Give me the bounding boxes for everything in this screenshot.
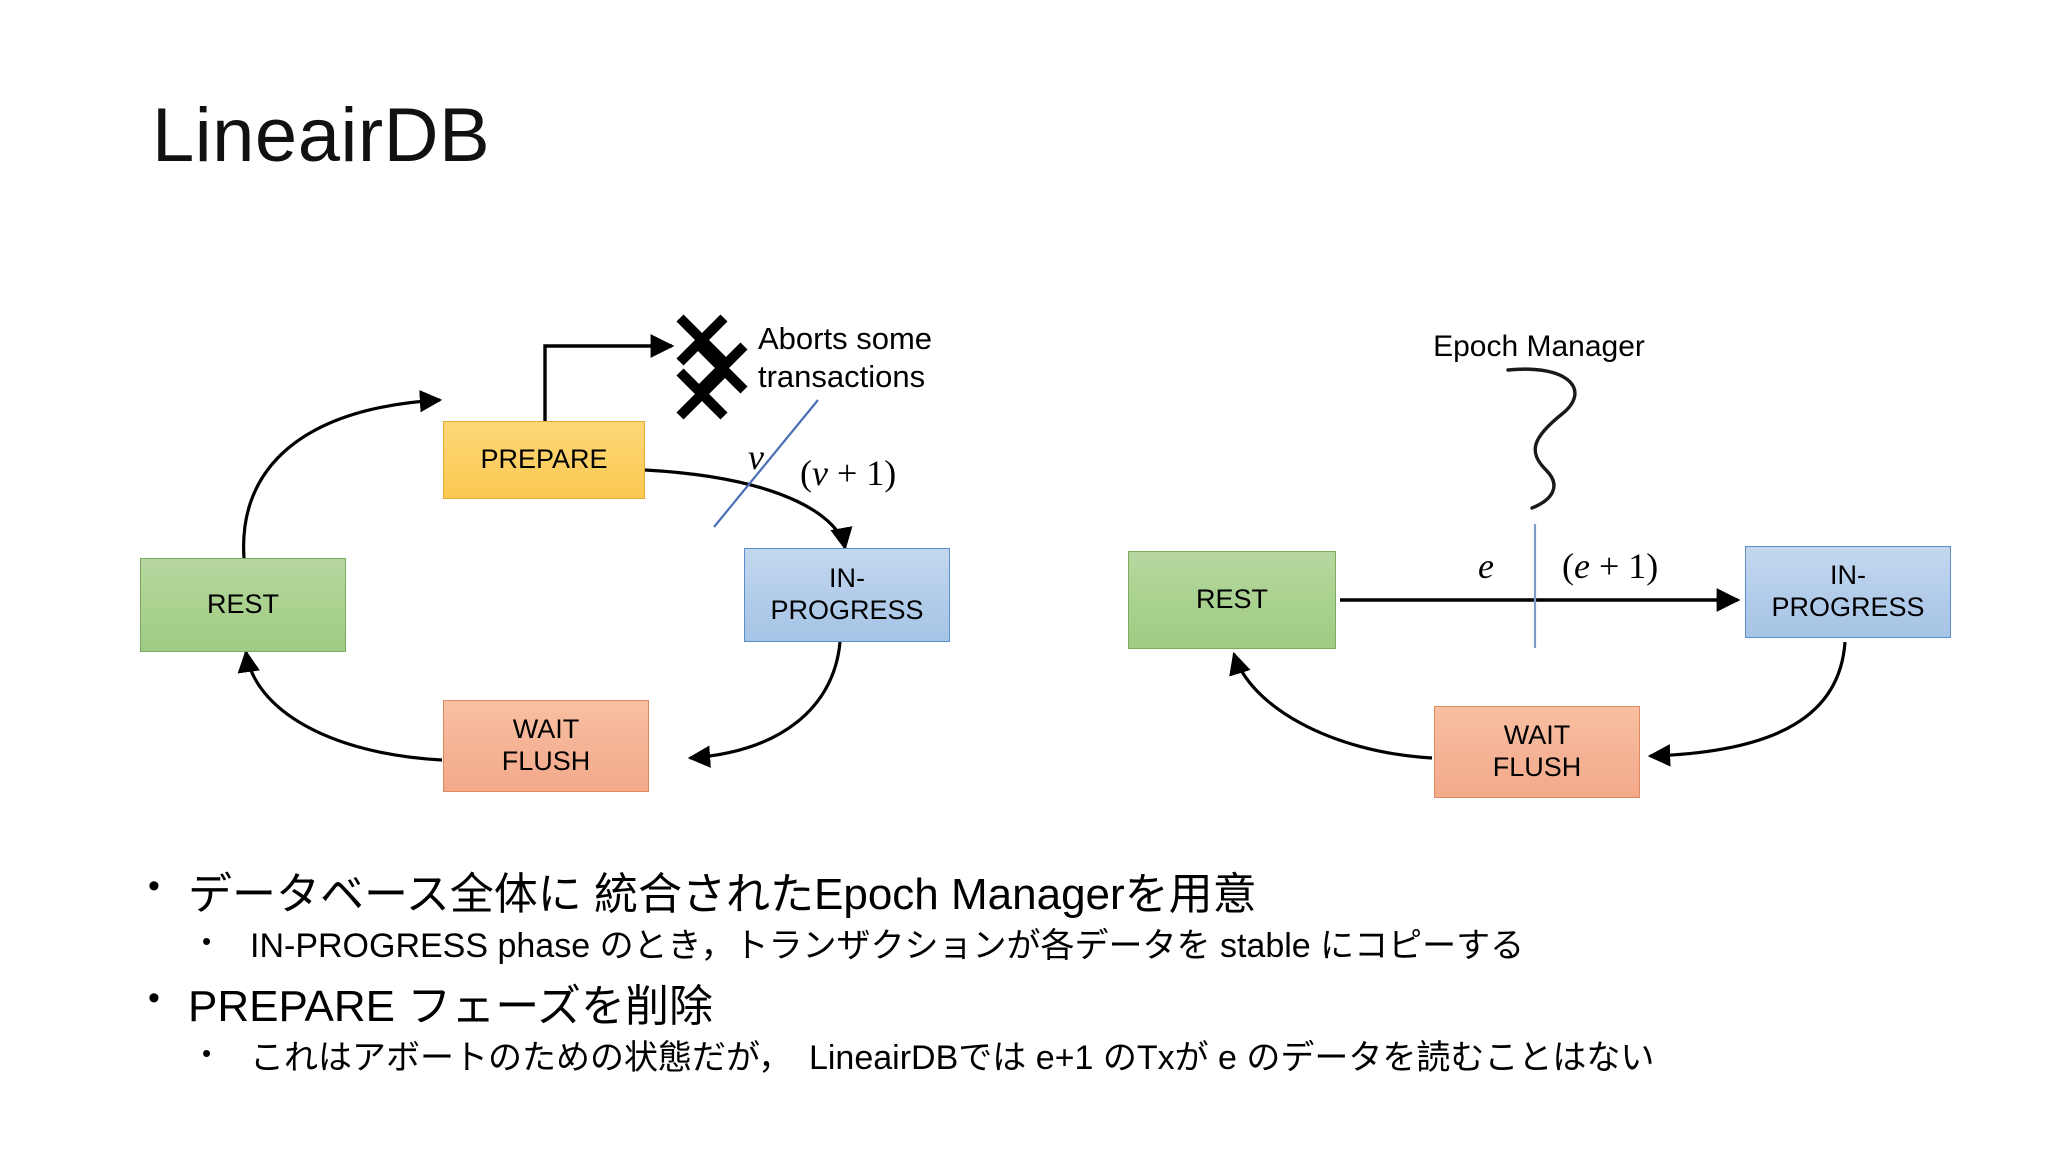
- state-box-wait-flush-left[interactable]: WAIT FLUSH: [443, 700, 649, 792]
- bullet-item-1: データベース全体に 統合されたEpoch Managerを用意: [140, 866, 2000, 922]
- state-label-line1: WAIT: [512, 714, 580, 745]
- arrow-inprogress-to-waitflush-right: [1647, 641, 1847, 767]
- state-box-rest-left[interactable]: REST: [140, 558, 346, 652]
- arrow-inprogress-to-waitflush: [687, 641, 842, 768]
- page-title: LineairDB: [152, 93, 491, 178]
- epoch-plus: + 1: [1589, 546, 1647, 586]
- paren-open: (: [1562, 546, 1574, 586]
- state-box-in-progress-right[interactable]: IN- PROGRESS: [1745, 546, 1951, 638]
- epoch-label-next-left: (v + 1): [800, 452, 896, 494]
- state-label: REST: [1195, 584, 1268, 615]
- epoch-manager-heading: Epoch Manager: [1433, 330, 1645, 363]
- arrow-rest-to-prepare: [242, 389, 443, 559]
- bullet-item-2-sub: これはアボートのための状態だが， LineairDBでは e+1 のTxが e …: [140, 1038, 2000, 1079]
- state-box-in-progress-left[interactable]: IN- PROGRESS: [744, 548, 950, 642]
- bullet-list: データベース全体に 統合されたEpoch Managerを用意 IN-PROGR…: [140, 866, 2000, 1079]
- arrow-waitflush-to-rest: [237, 649, 443, 762]
- epoch-label-current-left: v: [748, 437, 764, 477]
- state-box-wait-flush-right[interactable]: WAIT FLUSH: [1434, 706, 1640, 798]
- paren-close: ): [884, 453, 897, 493]
- epoch-label-current-right: e: [1478, 546, 1494, 586]
- state-label-line1: IN-: [1830, 560, 1866, 591]
- state-label: PREPARE: [480, 444, 608, 475]
- epoch-var: e: [1574, 546, 1590, 586]
- bullet-item-2: PREPARE フェーズを削除: [140, 978, 2000, 1034]
- epoch-label-next-right: (e + 1): [1562, 545, 1658, 587]
- state-label-line2: FLUSH: [1492, 752, 1582, 782]
- abort-x-marks: [676, 314, 748, 420]
- epoch-plus: + 1: [827, 453, 885, 493]
- state-label: REST: [206, 589, 279, 620]
- state-label-line2: PROGRESS: [770, 595, 924, 625]
- arrow-waitflush-to-rest-right: [1229, 651, 1433, 760]
- state-label-line1: IN-: [829, 563, 865, 594]
- state-box-prepare[interactable]: PREPARE: [443, 421, 645, 499]
- bullet-item-1-sub: IN-PROGRESS phase のとき，トランザクションが各データを sta…: [140, 926, 2000, 967]
- state-label-line2: PROGRESS: [1771, 592, 1925, 622]
- aborts-note-line2: transactions: [758, 358, 926, 394]
- state-label-line1: WAIT: [1503, 720, 1571, 751]
- state-box-rest-right[interactable]: REST: [1128, 551, 1336, 649]
- paren-open: (: [800, 453, 812, 493]
- arrow-prepare-to-aborts: [543, 334, 675, 421]
- aborts-note: Aborts some transactions: [758, 320, 932, 396]
- state-label-line2: FLUSH: [501, 746, 591, 776]
- epoch-manager-squiggle: [1506, 367, 1577, 510]
- aborts-note-line1: Aborts some: [758, 321, 933, 356]
- paren-close: ): [1646, 546, 1659, 586]
- epoch-var: v: [812, 453, 828, 493]
